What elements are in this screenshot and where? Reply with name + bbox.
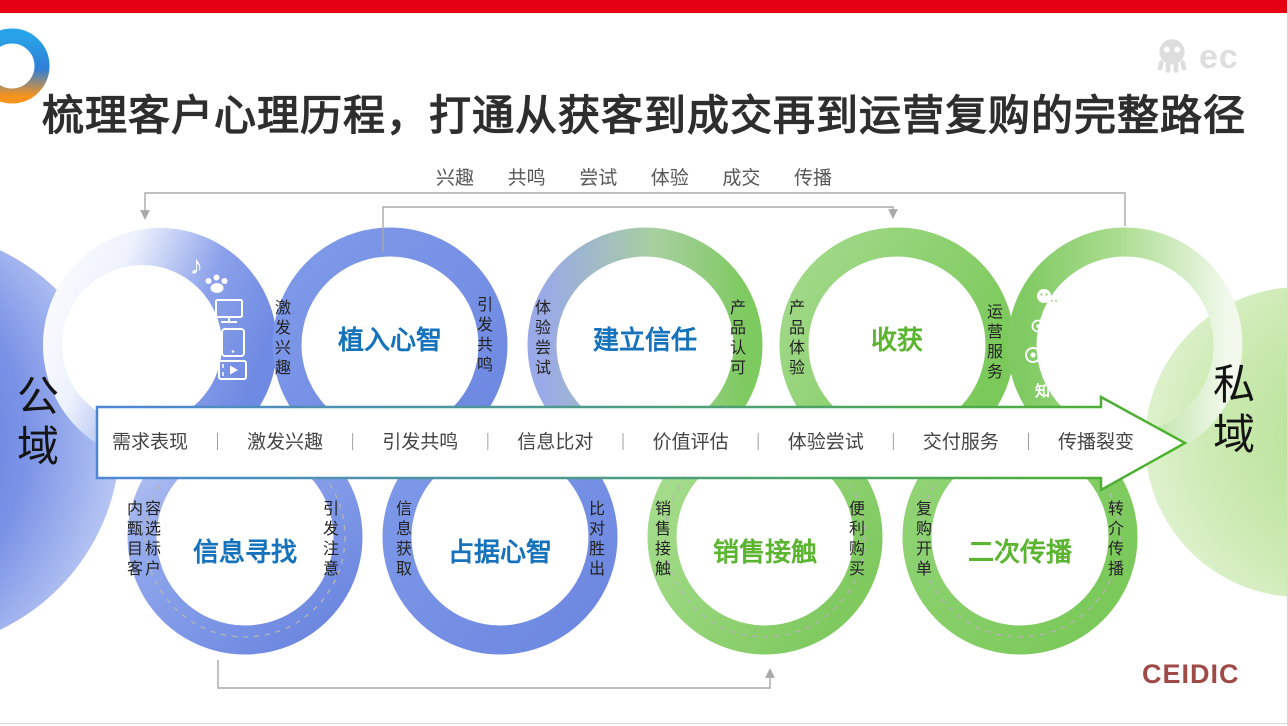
phase-separator: ｜ <box>1019 433 1037 452</box>
phase-label: 需求表现 <box>112 432 189 453</box>
phase-separator: ｜ <box>344 433 362 452</box>
psych-stage: 成交 <box>722 168 761 189</box>
psych-stage: 尝试 <box>579 168 618 189</box>
top-c4-left-label: 产品体验 <box>786 299 803 379</box>
page-title: 梳理客户心理历程，打通从获客到成交再到运营复购的完整路径 <box>42 92 1247 139</box>
bottom-c4-left-label: 复购开单 <box>913 500 930 580</box>
bottom-border-line <box>0 723 1287 724</box>
psych-stage: 体验 <box>650 168 689 189</box>
tablet-icon <box>221 328 245 357</box>
phase-label: 交付服务 <box>922 432 999 453</box>
top-c1-right-label: 激发兴趣 <box>272 299 289 379</box>
monitor-icon <box>215 299 243 323</box>
top-circle-4-title: 收获 <box>870 325 923 355</box>
top-bracket-inner <box>382 206 898 252</box>
top-c2-right-label: 引发共鸣 <box>474 296 491 376</box>
phase-label: 传播裂变 <box>1057 432 1134 453</box>
top-accent-bar <box>0 0 1287 13</box>
brand-ring-logo <box>0 28 50 104</box>
top-circle-2-title: 植入心智 <box>337 325 442 355</box>
bottom-c3-left-label: 销售接触 <box>652 500 669 580</box>
top-c3-right-label: 产品认可 <box>727 299 744 379</box>
weibo-icon <box>1031 313 1055 333</box>
svg-text:♪: ♪ <box>190 250 203 280</box>
bottom-c1-left-label: 内容甄选目标客户 <box>127 501 164 578</box>
ceidic-logo: CEIDIC <box>1142 659 1240 689</box>
bottom-c1-right-label: 引发注意 <box>320 500 337 580</box>
psych-stage: 兴趣 <box>436 168 475 189</box>
top-c4-right-label: 运营服务 <box>984 303 1001 383</box>
film-icon <box>218 360 247 380</box>
phase-label: 引发共鸣 <box>382 432 459 453</box>
top-circle-3-title: 建立信任 <box>592 325 697 355</box>
phase-label: 信息比对 <box>517 432 594 453</box>
phase-separator: ｜ <box>614 433 632 452</box>
ec-logo-text: ec <box>1199 38 1239 76</box>
bottom-c3-right-label: 便利购买 <box>846 500 863 580</box>
phase-label: 价值评估 <box>652 432 729 453</box>
psych-stage: 共鸣 <box>507 168 546 189</box>
bottom-c2-right-label: 比对胜出 <box>586 500 603 580</box>
dashed-arc-4 <box>919 436 1121 638</box>
dashed-arc-1 <box>144 436 346 638</box>
bottom-circle-3-title: 销售接触 <box>712 537 817 567</box>
private-domain-label: 私域 <box>1212 361 1255 458</box>
bottom-bracket <box>217 660 775 689</box>
phase-label: 体验尝试 <box>787 432 864 453</box>
journey-phases-row: 需求表现 ｜ 激发兴趣 ｜ 引发共鸣 ｜ 信息比对 ｜ 价值评估 ｜ 体验尝试 … <box>112 427 1134 454</box>
bottom-c2-left-label: 信息获取 <box>393 500 410 580</box>
phase-separator: ｜ <box>749 433 767 452</box>
top-c3-left-label: 体验尝试 <box>532 299 549 379</box>
dashed-arc-3 <box>664 436 866 638</box>
psych-stages-row: 兴趣 共鸣 尝试 体验 成交 传播 <box>436 163 832 190</box>
aperture-icon <box>1025 347 1041 363</box>
bottom-c4-right-label: 转介传播 <box>1105 500 1122 580</box>
public-domain-label: 公域 <box>16 373 59 470</box>
bottom-circle-1-title: 信息寻找 <box>192 537 297 567</box>
phase-separator: ｜ <box>479 433 497 452</box>
top-bracket-outer <box>140 192 1126 226</box>
wechat-icon <box>1037 289 1059 307</box>
journey-arrow-band <box>95 394 1188 493</box>
phase-separator: ｜ <box>884 433 902 452</box>
phase-separator: ｜ <box>209 433 227 452</box>
bottom-circle-4-title: 二次传播 <box>967 537 1072 567</box>
psych-stage: 传播 <box>793 168 832 189</box>
ec-logo: ec <box>1150 36 1239 78</box>
tiktok-icon: ♪ <box>190 250 203 280</box>
octopus-icon <box>1157 39 1187 73</box>
zhihu-icon: 知 <box>1035 382 1050 400</box>
paw-icon <box>205 274 228 293</box>
phase-label: 激发兴趣 <box>247 432 324 453</box>
bottom-circle-2-title: 占据心智 <box>447 537 552 567</box>
